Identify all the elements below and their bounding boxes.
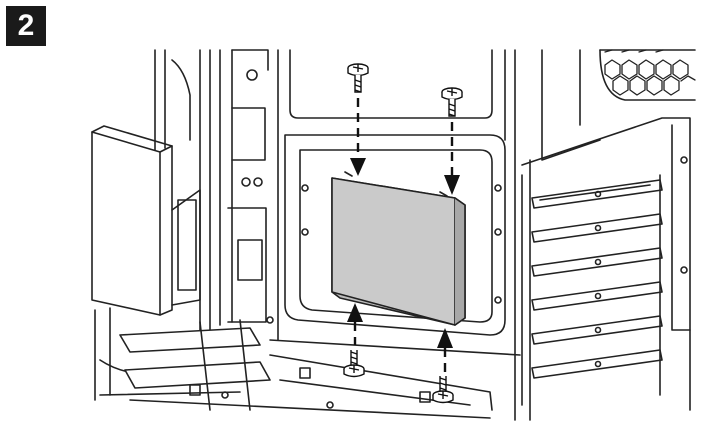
step-number-badge: 2 <box>6 6 46 46</box>
screw-top-left <box>347 63 369 93</box>
step-number-label: 2 <box>17 9 35 42</box>
screw-bottom-right <box>432 376 454 404</box>
pci-slot-cover-6 <box>531 349 663 379</box>
arrow-down-left-icon <box>350 158 366 176</box>
expansion-slot-cage <box>521 49 696 421</box>
pci-slot-rail <box>521 174 661 406</box>
fan-grille <box>604 49 696 96</box>
ssd-drive <box>331 171 466 326</box>
pci-slot-cover-5 <box>531 315 663 345</box>
left-chassis-frame <box>91 49 241 401</box>
bottom-drive-cage <box>119 319 493 419</box>
screw-top-right <box>441 87 463 117</box>
arrow-up-left-icon <box>347 303 363 322</box>
pci-slot-cover-4 <box>531 281 663 311</box>
pci-slot-cover-1 <box>531 179 663 209</box>
pci-slot-cover-3 <box>531 247 663 277</box>
center-left-column <box>219 49 521 356</box>
pci-slot-cover-2 <box>531 213 663 243</box>
arrow-down-right-icon <box>444 175 460 195</box>
arrow-up-right-icon <box>437 328 453 348</box>
screw-bottom-left <box>343 350 365 378</box>
